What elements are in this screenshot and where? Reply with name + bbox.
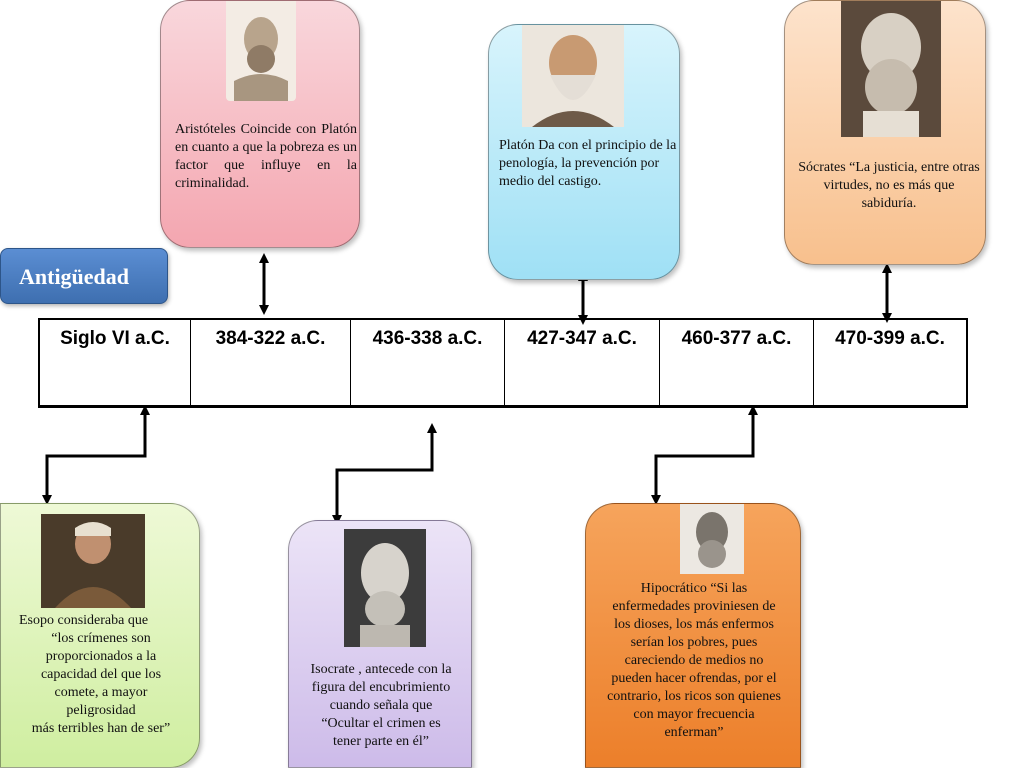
portrait-isocrate [344, 529, 426, 647]
card-aristoteles-text: Aristóteles Coincide con Platón en cuant… [175, 122, 357, 191]
timeline-cell-4: 427-347 a.C. [505, 320, 660, 405]
timeline-bar: Siglo VI a.C. 384-322 a.C. 436-338 a.C. … [38, 318, 968, 408]
card-isocrate: Isocrate , antecede con la figura del en… [288, 520, 472, 768]
portrait-aristoteles [226, 1, 296, 101]
card-isocrate-text: Isocrate , antecede con la figura del en… [310, 662, 452, 749]
portrait-esopo [41, 514, 145, 608]
timeline-cell-1: Siglo VI a.C. [40, 320, 191, 405]
card-aristoteles: Aristóteles Coincide con Platón en cuant… [160, 0, 360, 248]
timeline-cell-2: 384-322 a.C. [191, 320, 351, 405]
portrait-socrates [841, 1, 941, 137]
card-esopo-text: Esopo consideraba que “los crímenes son … [19, 613, 171, 736]
card-hipocratico: Hipocrático “Si las enfermedades provini… [585, 503, 801, 768]
timeline-cell-6: 470-399 a.C. [835, 328, 945, 349]
era-badge: Antigüedad [0, 248, 168, 304]
card-platon: Platón Da con el principio de la penolog… [488, 24, 680, 280]
card-socrates: Sócrates “La justicia, entre otras virtu… [784, 0, 986, 265]
portrait-hipocratico [680, 504, 744, 574]
card-socrates-text: Sócrates “La justicia, entre otras virtu… [798, 160, 980, 211]
card-hipocratico-text: Hipocrático “Si las enfermedades provini… [607, 581, 781, 740]
card-platon-text: Platón Da con el principio de la penolog… [499, 138, 677, 189]
timeline-cell-5: 460-377 a.C. [660, 320, 814, 405]
timeline-cell-3: 436-338 a.C. [351, 320, 505, 405]
card-esopo: Esopo consideraba que “los crímenes son … [0, 503, 200, 768]
portrait-platon [522, 25, 624, 127]
